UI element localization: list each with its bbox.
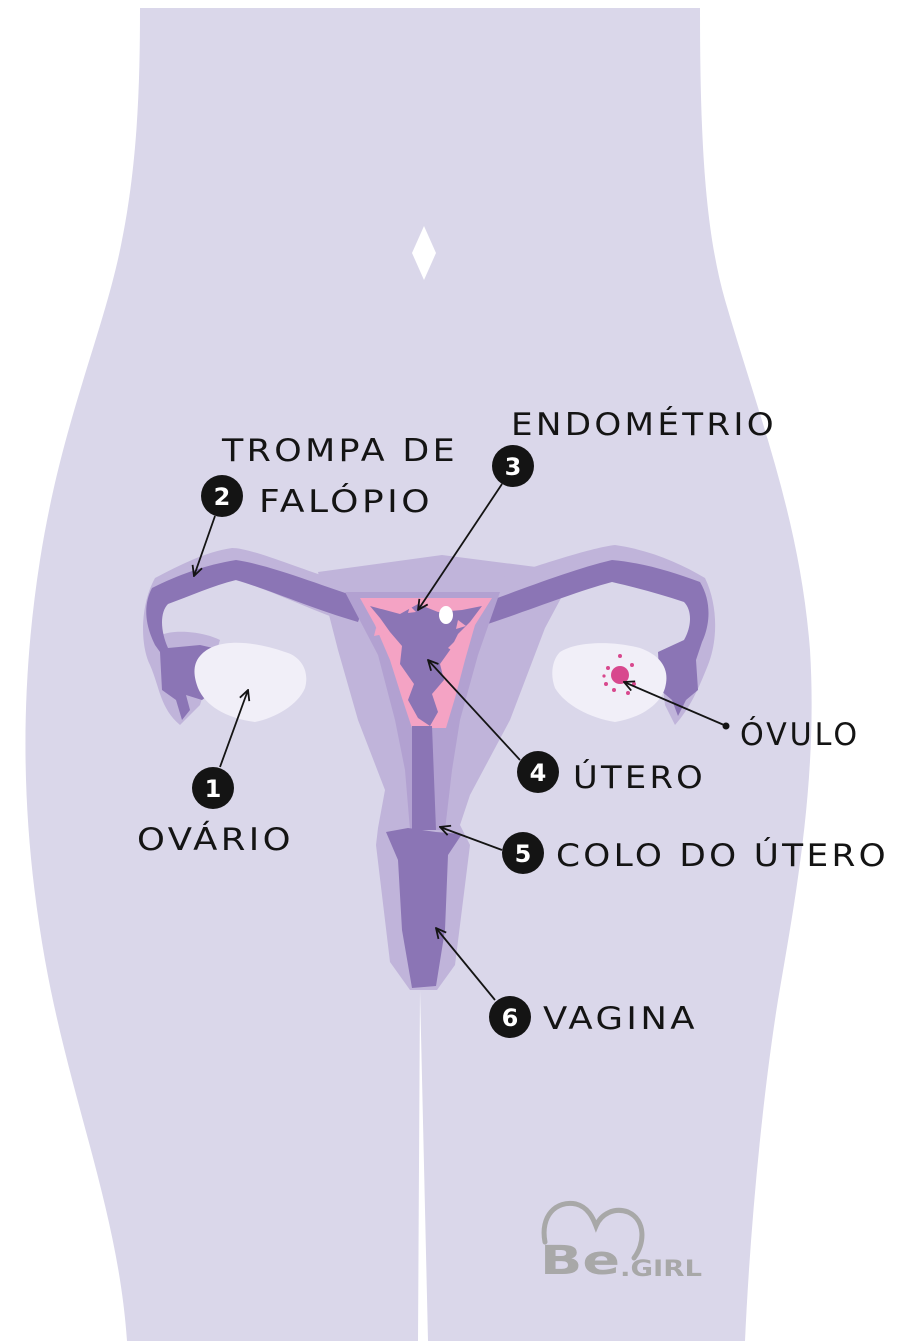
badge-1-number: 1 [205, 775, 222, 803]
ovulo-pointer-dot [723, 723, 730, 730]
label-endometrio: ENDOMÉTRIO [511, 407, 777, 443]
badge-2-number: 2 [214, 483, 231, 511]
logo-be: Be [540, 1238, 620, 1284]
badge-5: 5 [502, 832, 544, 874]
label-ovulo: ÓVULO [740, 716, 860, 753]
label-trompa-line1: TROMPA DE [221, 433, 458, 469]
badge-4-number: 4 [530, 759, 547, 787]
badge-5-number: 5 [515, 840, 532, 868]
badge-6: 6 [489, 996, 531, 1038]
label-colo-do-utero: COLO DO ÚTERO [556, 837, 889, 874]
badge-6-number: 6 [502, 1004, 519, 1032]
uterine-bubble [439, 606, 453, 624]
badge-4: 4 [517, 751, 559, 793]
badge-2: 2 [201, 475, 243, 517]
badge-3: 3 [492, 445, 534, 487]
logo-girl: .GIRL [620, 1257, 702, 1282]
label-ovario: OVÁRIO [137, 822, 294, 858]
label-trompa-line2: FALÓPIO [259, 483, 433, 520]
cervical-canal [412, 726, 436, 830]
label-vagina: VAGINA [543, 1001, 698, 1037]
label-utero: ÚTERO [573, 759, 706, 796]
badge-3-number: 3 [505, 453, 522, 481]
badge-1: 1 [192, 767, 234, 809]
